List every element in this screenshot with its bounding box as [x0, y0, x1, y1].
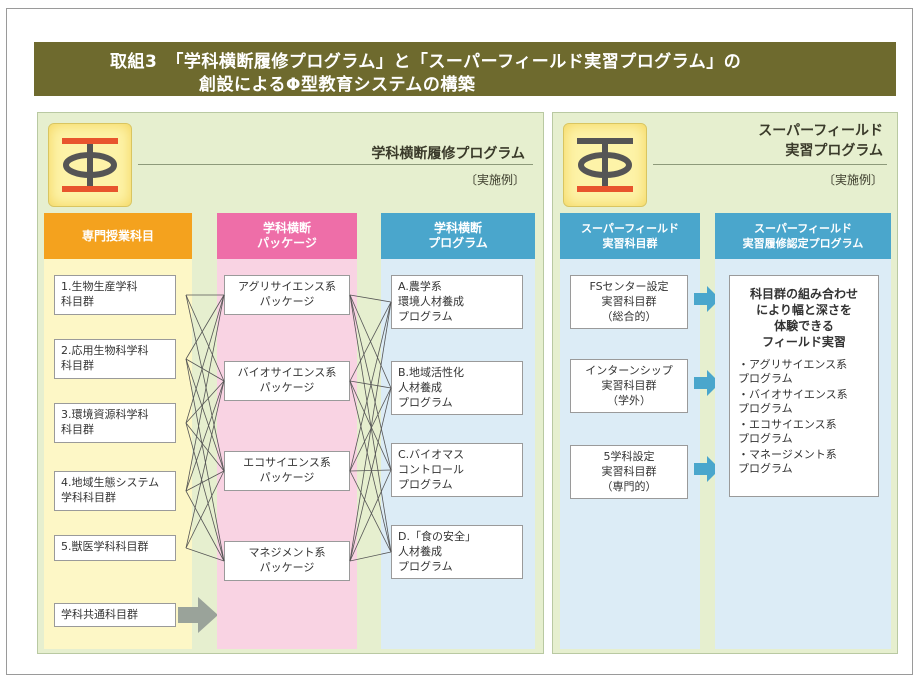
- package-column-header: 学科横断 パッケージ: [217, 213, 357, 259]
- panel-subtitle: 〔実施例〕: [822, 173, 883, 187]
- course-column-header: 専門授業科目: [44, 213, 192, 259]
- program-column: 学科横断 プログラム A.農学系 環境人材養成 プログラム B.地域活性化 人材…: [381, 213, 535, 649]
- list-item: D.「食の安全」 人材養成 プログラム: [391, 525, 523, 579]
- list-item: B.地域活性化 人材養成 プログラム: [391, 361, 523, 415]
- list-item: バイオサイエンス系 パッケージ: [224, 361, 350, 401]
- course-column: 専門授業科目 1.生物生産学科 科目群 2.応用生物科学科 科目群 3.環境資源…: [44, 213, 218, 649]
- list-item: FSセンター設定 実習科目群 （総合的）: [570, 275, 688, 329]
- program-bullet: ・バイオサイエンス系 プログラム: [738, 388, 848, 415]
- right-arrow-icon: [694, 456, 720, 482]
- package-column: 学科横断 パッケージ アグリサイエンス系 パッケージ バイオサイエンス系 パッケ…: [217, 213, 357, 649]
- field-practice-heading: 科目群の組み合わせ により幅と深さを 体験できる フィールド実習: [749, 287, 858, 349]
- list-item: 1.生物生産学科 科目群: [54, 275, 176, 315]
- super-field-panel: スーパーフィールド 実習プログラム 〔実施例〕 スーパーフィールド 実習科目群 …: [552, 112, 898, 654]
- list-item: 5学科設定 実習科目群 （専門的）: [570, 445, 688, 499]
- list-item: インターンシップ 実習科目群 （学外）: [570, 359, 688, 413]
- course-column-body: [44, 259, 192, 649]
- title-underline: [653, 164, 887, 165]
- list-item: 2.応用生物科学科 科目群: [54, 339, 176, 379]
- field-course-column: スーパーフィールド 実習科目群 FSセンター設定 実習科目群 （総合的） インタ…: [560, 213, 700, 649]
- right-arrow-icon: [694, 370, 720, 396]
- right-arrow-icon: [178, 597, 218, 633]
- list-item: マネジメント系 パッケージ: [224, 541, 350, 581]
- common-course-box: 学科共通科目群: [54, 603, 176, 627]
- panel-subtitle: 〔実施例〕: [464, 173, 525, 187]
- cross-department-panel: 学科横断履修プログラム 〔実施例〕 専門授業科目 1.生物生産学科 科目群 2.…: [37, 112, 544, 654]
- certification-header: スーパーフィールド 実習履修認定プログラム: [715, 213, 891, 259]
- program-bullet: ・エコサイエンス系 プログラム: [738, 418, 837, 445]
- field-course-header: スーパーフィールド 実習科目群: [560, 213, 700, 259]
- list-item: アグリサイエンス系 パッケージ: [224, 275, 350, 315]
- list-item: エコサイエンス系 パッケージ: [224, 451, 350, 491]
- list-item: 5.獣医学科科目群: [54, 535, 176, 561]
- phi-logo-icon: [563, 123, 647, 207]
- list-item: 4.地域生態システム 学科科目群: [54, 471, 176, 511]
- program-bullet: ・マネージメント系 プログラム: [738, 448, 837, 475]
- field-practice-box: 科目群の組み合わせ により幅と深さを 体験できる フィールド実習 ・アグリサイエ…: [729, 275, 879, 497]
- panel-title: 学科横断履修プログラム: [371, 146, 525, 162]
- banner-line-1: 取組3 「学科横断履修プログラム」と「スーパーフィールド実習プログラム」の: [110, 52, 742, 72]
- connector-lines: [185, 294, 392, 562]
- phi-logo-icon: [48, 123, 132, 207]
- certification-column: スーパーフィールド 実習履修認定プログラム 科目群の組み合わせ により幅と深さを…: [715, 213, 891, 649]
- list-item: C.バイオマス コントロール プログラム: [391, 443, 523, 497]
- right-arrow-icon: [694, 286, 720, 312]
- banner-line-2: 創設によるΦ型教育システムの構築: [199, 75, 476, 95]
- title-underline: [138, 164, 533, 165]
- list-item: 3.環境資源科学科 科目群: [54, 403, 176, 443]
- title-banner: 取組3 「学科横断履修プログラム」と「スーパーフィールド実習プログラム」の 創設…: [34, 42, 896, 96]
- program-column-header: 学科横断 プログラム: [381, 213, 535, 259]
- program-bullet: ・アグリサイエンス系 プログラム: [738, 358, 848, 385]
- list-item: A.農学系 環境人材養成 プログラム: [391, 275, 523, 329]
- panel-title: スーパーフィールド 実習プログラム: [758, 123, 883, 159]
